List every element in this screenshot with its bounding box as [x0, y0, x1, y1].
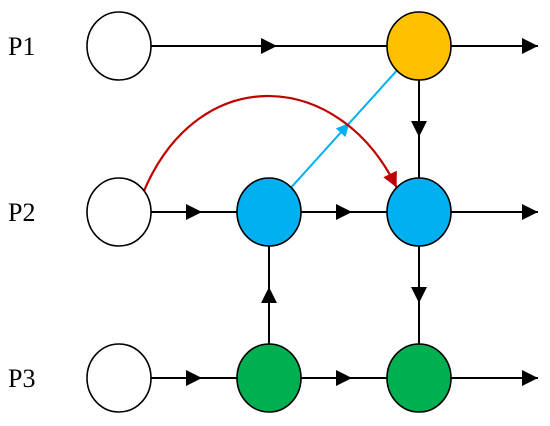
- arrow-head: [522, 204, 538, 220]
- edge-p2-event-a-to-p2-event-b: [301, 204, 387, 220]
- node-p2-event-a: [236, 177, 302, 247]
- node-p2-start: [86, 177, 152, 247]
- row-label-p1: P1: [8, 32, 36, 61]
- edge-layer: [142, 38, 538, 386]
- node-layer: [86, 11, 452, 413]
- node-p3-event-b: [386, 343, 452, 413]
- arrow-head: [186, 204, 202, 220]
- arrow-head: [383, 170, 397, 188]
- arrow-head: [336, 204, 352, 220]
- arrow-head: [411, 121, 427, 137]
- edge-p1-start-to-p1-event: [151, 38, 387, 54]
- edge-p3-start-to-p3-event-a: [151, 370, 237, 386]
- arrow-head: [186, 370, 202, 386]
- node-p2-event-b: [386, 177, 452, 247]
- row-label-p2: P2: [8, 198, 36, 227]
- arrow-head: [335, 123, 350, 138]
- edge-p2-event-b-to-p2-out: [451, 204, 538, 220]
- arrow-head: [261, 287, 277, 303]
- arrow-head: [336, 370, 352, 386]
- edge-p3-event-b-to-p3-out: [451, 370, 538, 386]
- row-label-p3: P3: [8, 364, 36, 393]
- edge-p2-start-to-p2-event-b: [142, 95, 398, 192]
- node-p3-event-a: [236, 343, 302, 413]
- node-p1-event: [386, 11, 452, 81]
- edge-p1-event-to-p2-event-b: [411, 80, 427, 178]
- node-p1-start: [86, 11, 152, 81]
- edge-p3-event-a-to-p2-event-a: [261, 246, 277, 344]
- curve-edge: [142, 95, 398, 192]
- node-p3-start: [86, 343, 152, 413]
- arrow-head: [411, 287, 427, 303]
- arrow-head: [522, 370, 538, 386]
- arrow-head: [522, 38, 538, 54]
- edge-p2-start-to-p2-event-a: [151, 204, 237, 220]
- edge-p3-event-a-to-p3-event-b: [301, 370, 387, 386]
- arrow-head: [261, 38, 277, 54]
- edge-p2-event-a-to-p1-event: [290, 69, 398, 189]
- edge-p1-event-to-p1-out: [451, 38, 538, 54]
- edge-p3-event-b-to-p2-event-b: [411, 246, 427, 344]
